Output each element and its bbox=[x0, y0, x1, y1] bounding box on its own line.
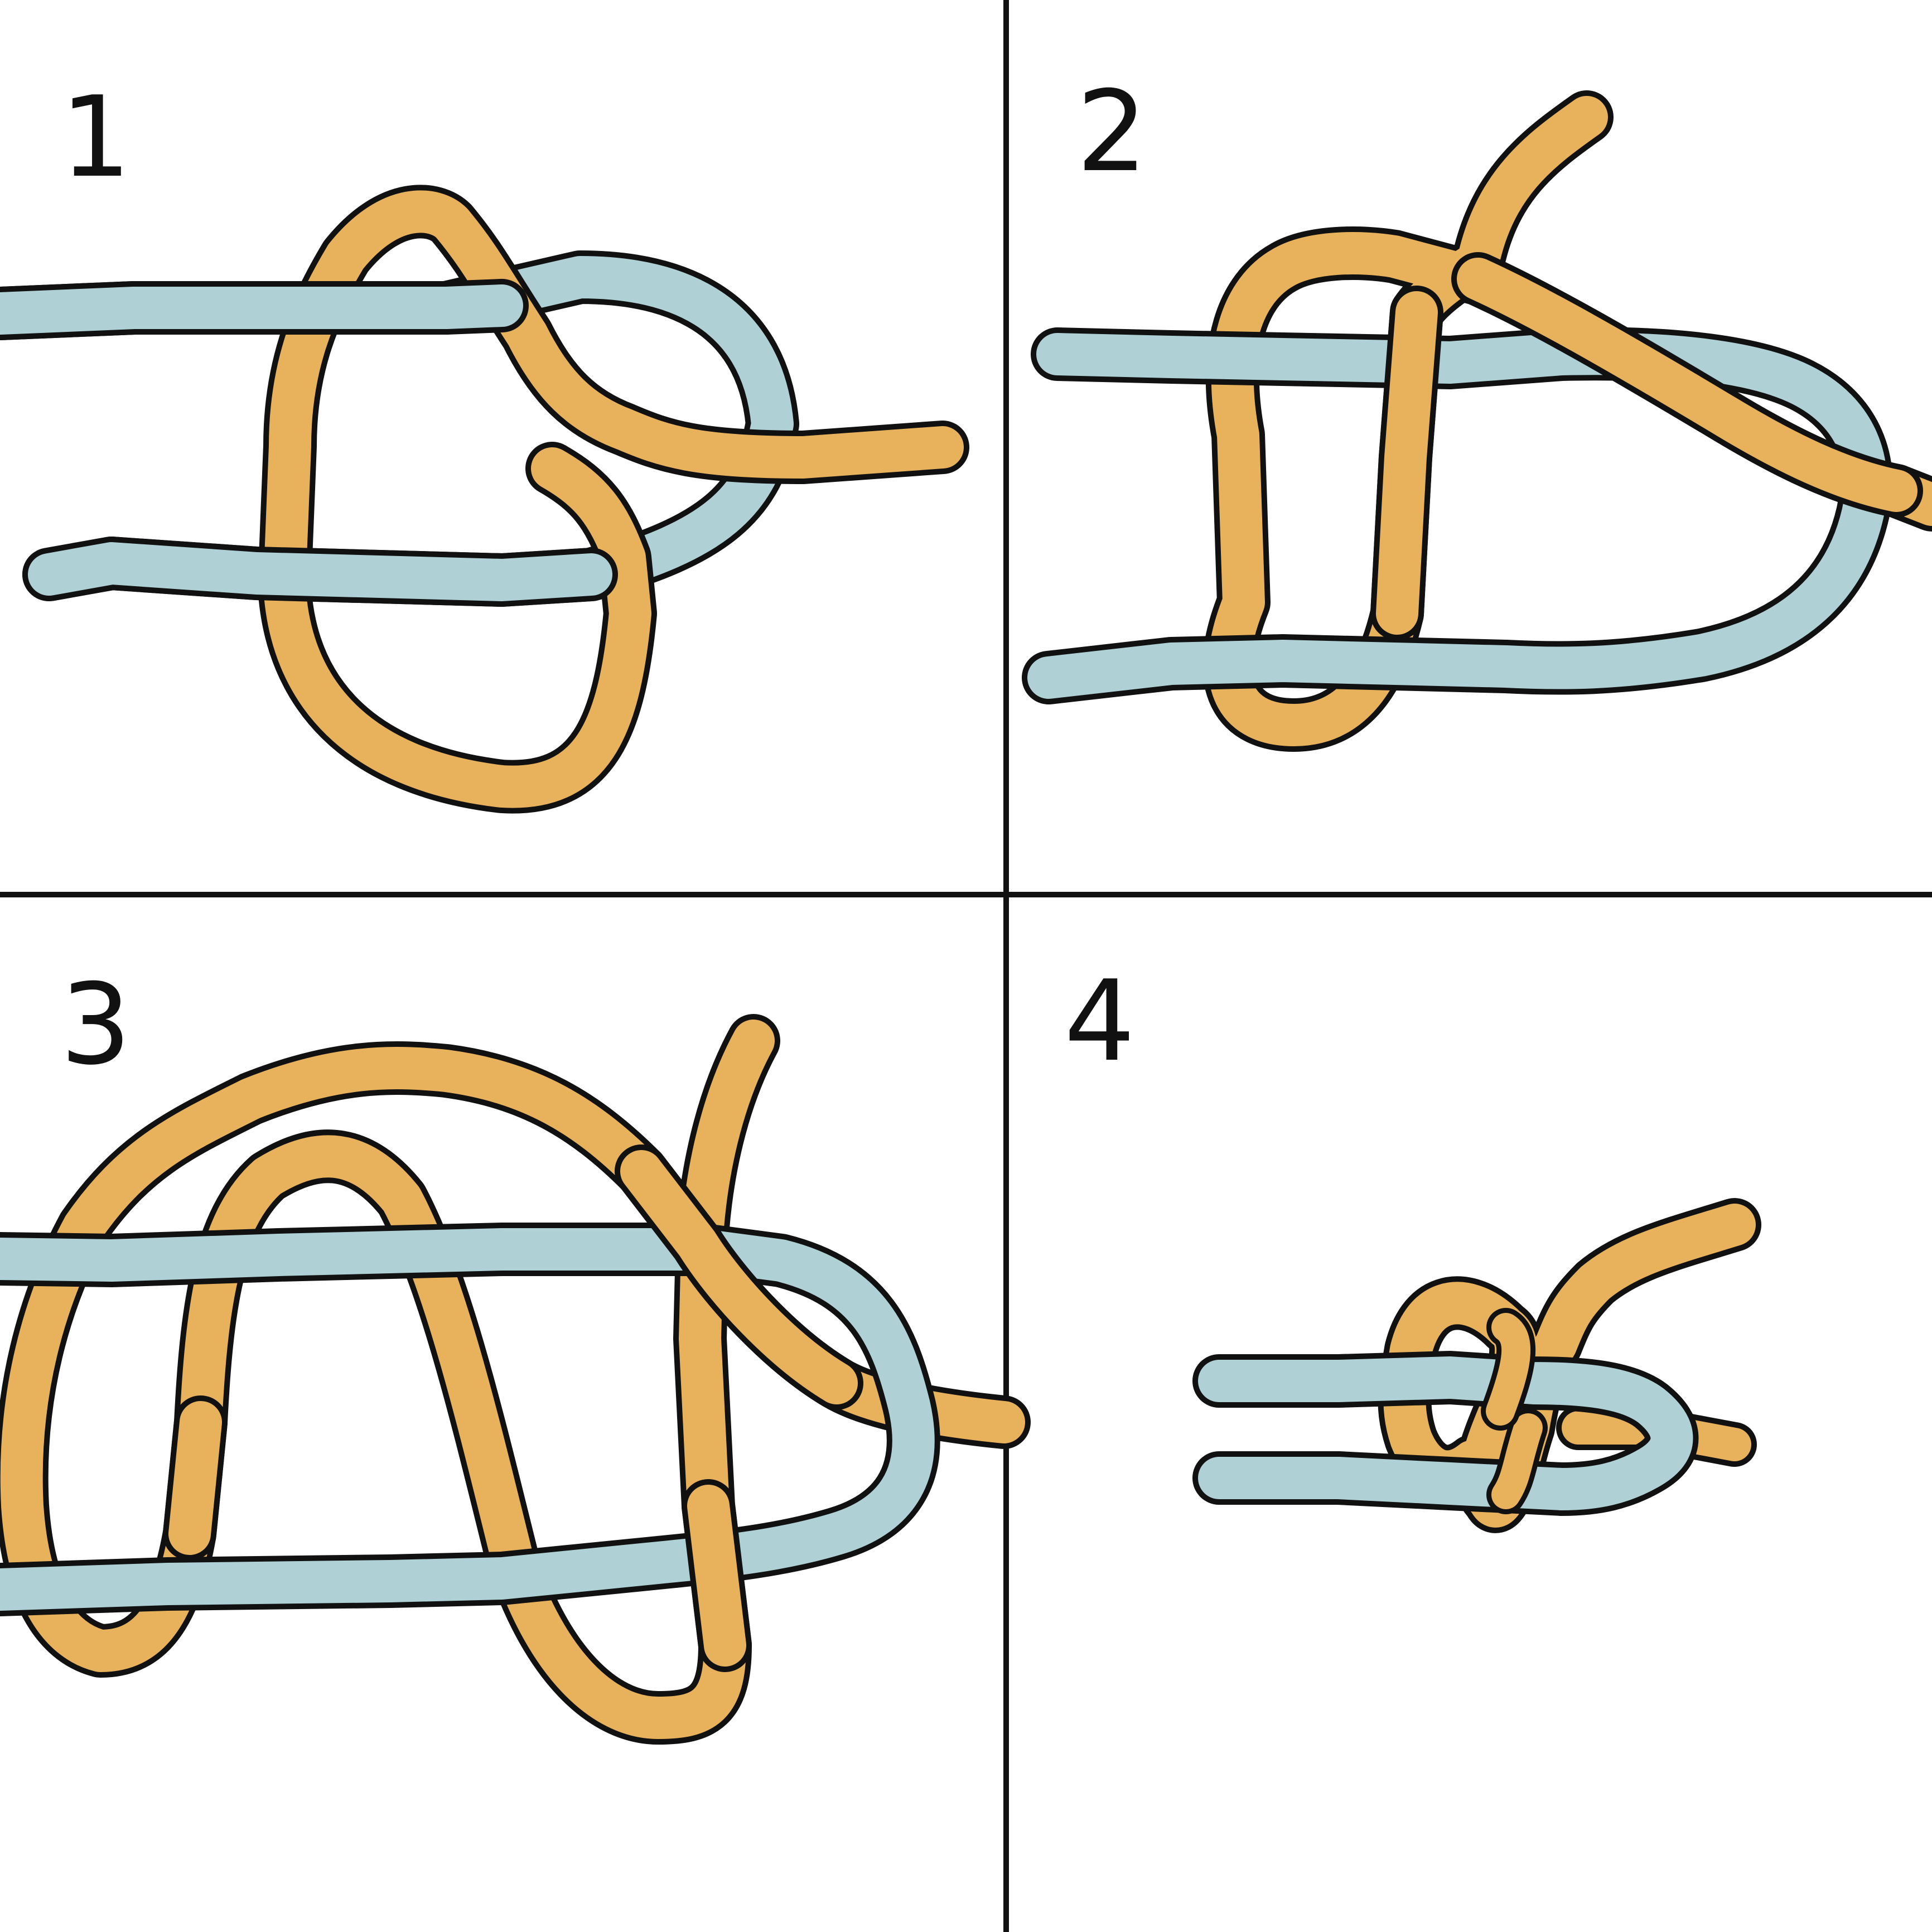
step-number-2: 2 bbox=[1076, 67, 1147, 197]
tan-rope-3 bbox=[0, 1014, 1031, 1745]
blue-rope-2 bbox=[1022, 327, 1893, 704]
tan-overpass-2 bbox=[1370, 252, 1923, 640]
blue-overpass-1 bbox=[0, 279, 618, 607]
blue-rope-fill-1 bbox=[0, 256, 794, 601]
panel-step-1: 1 bbox=[0, 73, 969, 814]
tan-rope-fill-3 bbox=[0, 1020, 1025, 1739]
step-number-4: 4 bbox=[1064, 957, 1135, 1086]
blue-rope-fill-2 bbox=[1027, 332, 1887, 699]
panel-step-3: 3 bbox=[0, 960, 1031, 1745]
tan-overpass-4 bbox=[1481, 1308, 1548, 1514]
blue-rope-4 bbox=[1192, 1351, 1699, 1516]
blue-rope-1 bbox=[0, 250, 799, 607]
step-number-3: 3 bbox=[60, 960, 131, 1090]
tan-overpass-3 bbox=[163, 1144, 863, 1672]
blue-rope-fill-4 bbox=[1198, 1356, 1693, 1510]
step-number-1: 1 bbox=[60, 73, 131, 202]
panel-step-4: 4 bbox=[1064, 957, 1761, 1533]
panel-step-2: 2 bbox=[1022, 67, 1932, 752]
